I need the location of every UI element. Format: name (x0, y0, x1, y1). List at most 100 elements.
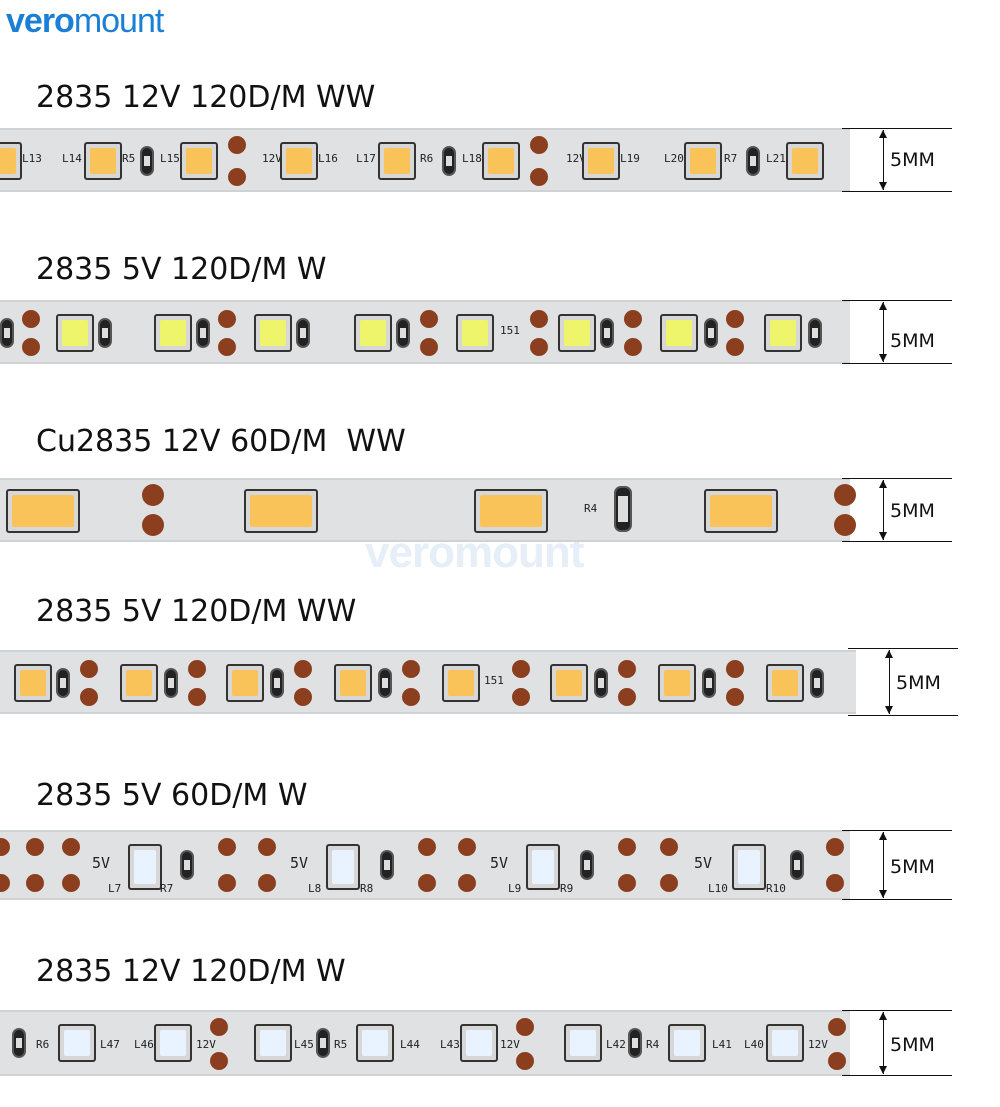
solder-pad (402, 660, 420, 678)
solder-pad (62, 874, 80, 892)
width-dimension-1: 5MM (842, 128, 952, 192)
strip-label: R4 (584, 502, 598, 515)
width-dimension-4: 5MM (848, 648, 958, 716)
solder-pad (726, 338, 744, 356)
solder-pad (218, 874, 236, 892)
resistor (380, 850, 394, 880)
solder-pad (80, 660, 98, 678)
solder-pad (22, 338, 40, 356)
width-dimension-6: 5MM (842, 1010, 952, 1076)
solder-pad (458, 874, 476, 892)
resistor (140, 146, 154, 176)
solder-pad (228, 168, 246, 186)
solder-pad (420, 338, 438, 356)
led-chip (482, 142, 520, 180)
solder-pad (826, 874, 844, 892)
solder-pad (142, 514, 164, 536)
strip-label: 5V (694, 854, 713, 872)
strip-label: L9 (508, 882, 522, 895)
strip-title-2: 2835 5V 120D/M W (36, 252, 327, 287)
resistor (196, 318, 210, 348)
strip-label: L45 (294, 1038, 314, 1051)
strip-title-5: 2835 5V 60D/M W (36, 778, 308, 813)
solder-pad (660, 874, 678, 892)
strip-label: 5V (490, 854, 509, 872)
led-chip (704, 489, 778, 533)
strip-label: L8 (308, 882, 322, 895)
led-chip (564, 1024, 602, 1062)
strip-label: L46 (134, 1038, 154, 1051)
solder-pad (218, 838, 236, 856)
strip-label: 12V (262, 152, 282, 165)
led-chip (6, 489, 80, 533)
resistor (98, 318, 112, 348)
solder-pad (228, 136, 246, 154)
led-chip (334, 664, 372, 702)
resistor (378, 668, 392, 698)
solder-pad (26, 838, 44, 856)
led-chip (764, 314, 802, 352)
led-strip-3: R4 (0, 478, 856, 542)
strip-label: R7 (160, 882, 174, 895)
led-chip (254, 1024, 292, 1062)
led-chip (456, 314, 494, 352)
strip-label: L20 (664, 152, 684, 165)
resistor (0, 318, 14, 348)
led-chip (154, 1024, 192, 1062)
solder-pad (516, 1052, 534, 1070)
resistor (580, 850, 594, 880)
solder-pad (726, 688, 744, 706)
solder-pad (294, 660, 312, 678)
strip-label: R5 (122, 152, 136, 165)
led-chip (474, 489, 548, 533)
solder-pad (294, 688, 312, 706)
resistor (270, 668, 284, 698)
solder-pad (420, 310, 438, 328)
strip-label: R6 (420, 152, 434, 165)
resistor (594, 668, 608, 698)
strip-label: R7 (724, 152, 738, 165)
strip-label: L7 (108, 882, 122, 895)
led-chip (120, 664, 158, 702)
solder-pad (0, 874, 10, 892)
resistor (704, 318, 718, 348)
width-dimension-3: 5MM (842, 478, 952, 542)
strip-label: 151 (484, 674, 504, 687)
strip-label: 12V (566, 152, 586, 165)
led-chip (14, 664, 52, 702)
resistor (810, 668, 824, 698)
led-chip (154, 314, 192, 352)
brand-logo-part2: mount (73, 2, 164, 40)
solder-pad (618, 874, 636, 892)
strip-label: L14 (62, 152, 82, 165)
solder-pad (62, 838, 80, 856)
width-label: 5MM (890, 149, 935, 171)
solder-pad (142, 484, 164, 506)
led-chip (732, 844, 766, 890)
solder-pad (530, 136, 548, 154)
led-chip (766, 1024, 804, 1062)
led-chip (0, 142, 22, 180)
solder-pad (26, 874, 44, 892)
solder-pad (218, 310, 236, 328)
solder-pad (624, 338, 642, 356)
led-chip (254, 314, 292, 352)
strip-label: R6 (36, 1038, 50, 1051)
strip-label: 5V (92, 854, 111, 872)
led-chip (668, 1024, 706, 1062)
strip-title-1: 2835 12V 120D/M WW (36, 80, 376, 115)
strip-label: L42 (606, 1038, 626, 1051)
strip-title-4: 2835 5V 120D/M WW (36, 594, 357, 629)
solder-pad (0, 838, 10, 856)
solder-pad (188, 660, 206, 678)
brand-logo: veromount (6, 2, 164, 41)
led-chip (326, 844, 360, 890)
solder-pad (80, 688, 98, 706)
solder-pad (516, 1018, 534, 1036)
led-strip-5: 5V L7 R7 5V L8 R8 5V L9 R9 5V L10 R10 (0, 830, 850, 900)
led-chip (356, 1024, 394, 1062)
solder-pad (834, 514, 856, 536)
resistor (600, 318, 614, 348)
solder-pad (258, 874, 276, 892)
solder-pad (726, 310, 744, 328)
